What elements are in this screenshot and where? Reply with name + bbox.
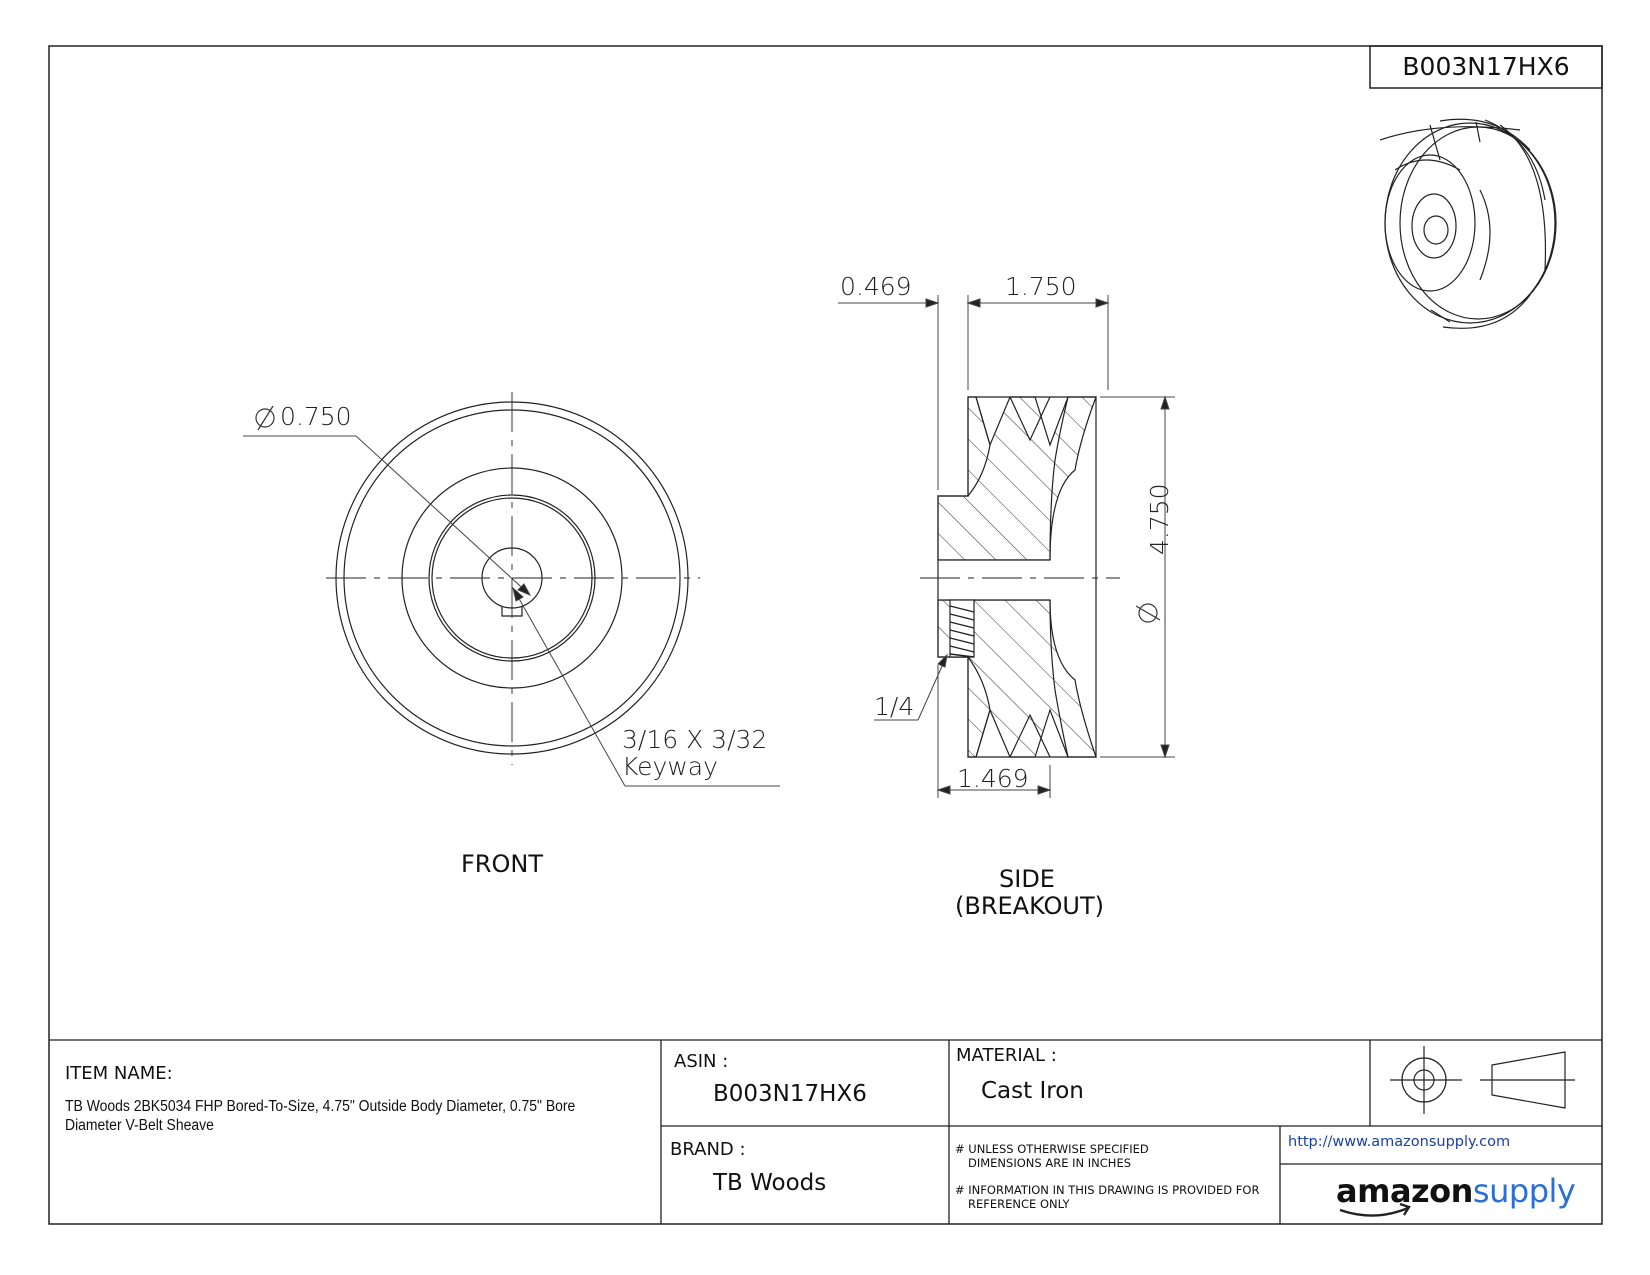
front-view — [326, 392, 700, 765]
side-view — [920, 396, 1120, 758]
note-units-line2: DIMENSIONS ARE IN INCHES — [968, 1156, 1132, 1170]
header-part-number: B003N17HX6 — [1402, 52, 1570, 81]
asin-value: B003N17HX6 — [713, 1081, 867, 1107]
groove-width-dimension: 1.469 — [957, 764, 1029, 793]
amazon-supply-logo: amazonsupply — [1336, 1172, 1576, 1210]
logo-supply-word: supply — [1472, 1172, 1576, 1210]
keyway-label: Keyway — [622, 752, 718, 781]
diameter-symbol-icon — [1135, 603, 1161, 623]
part-number-box — [1369, 45, 1603, 89]
amazon-smile-icon — [1339, 1202, 1411, 1217]
note-reference-line2: REFERENCE ONLY — [968, 1197, 1070, 1211]
diameter-symbol-icon — [255, 405, 275, 431]
asin-label: ASIN : — [674, 1051, 729, 1072]
title-block-grid — [49, 1039, 1602, 1224]
set-screw-dimension: 1/4 — [874, 692, 915, 721]
isometric-view — [1379, 118, 1557, 329]
item-name-value: TB Woods 2BK5034 FHP Bored-To-Size, 4.75… — [65, 1098, 576, 1134]
side-view-title: SIDE — [999, 865, 1055, 893]
amazon-supply-url-link[interactable]: http://www.amazonsupply.com — [1288, 1134, 1511, 1150]
side-dimensions — [838, 295, 1175, 798]
brand-value: TB Woods — [713, 1170, 827, 1196]
hub-length-dimension: 0.469 — [840, 272, 912, 301]
bore-diameter-dimension: 0.750 — [280, 402, 352, 431]
third-angle-projection-icon — [1390, 1046, 1575, 1114]
side-view-subtitle: (BREAKOUT) — [955, 892, 1104, 920]
material-label: MATERIAL : — [956, 1045, 1057, 1066]
brand-label: BRAND : — [670, 1139, 746, 1160]
overall-width-dimension: 1.750 — [1005, 272, 1077, 301]
note-units-line1: # UNLESS OTHERWISE SPECIFIED — [955, 1142, 1149, 1156]
logo-amazon-word: amazon — [1336, 1172, 1473, 1210]
keyway-size-dimension: 3/16 X 3/32 — [622, 725, 768, 754]
outside-diameter-dimension: 4.750 — [1145, 483, 1174, 555]
front-view-title: FRONT — [461, 850, 543, 878]
front-dimensions — [243, 435, 780, 787]
sheet-border — [48, 45, 1603, 1225]
material-value: Cast Iron — [981, 1078, 1084, 1104]
item-name-label: ITEM NAME: — [65, 1063, 173, 1084]
note-reference-line1: # INFORMATION IN THIS DRAWING IS PROVIDE… — [955, 1183, 1260, 1197]
